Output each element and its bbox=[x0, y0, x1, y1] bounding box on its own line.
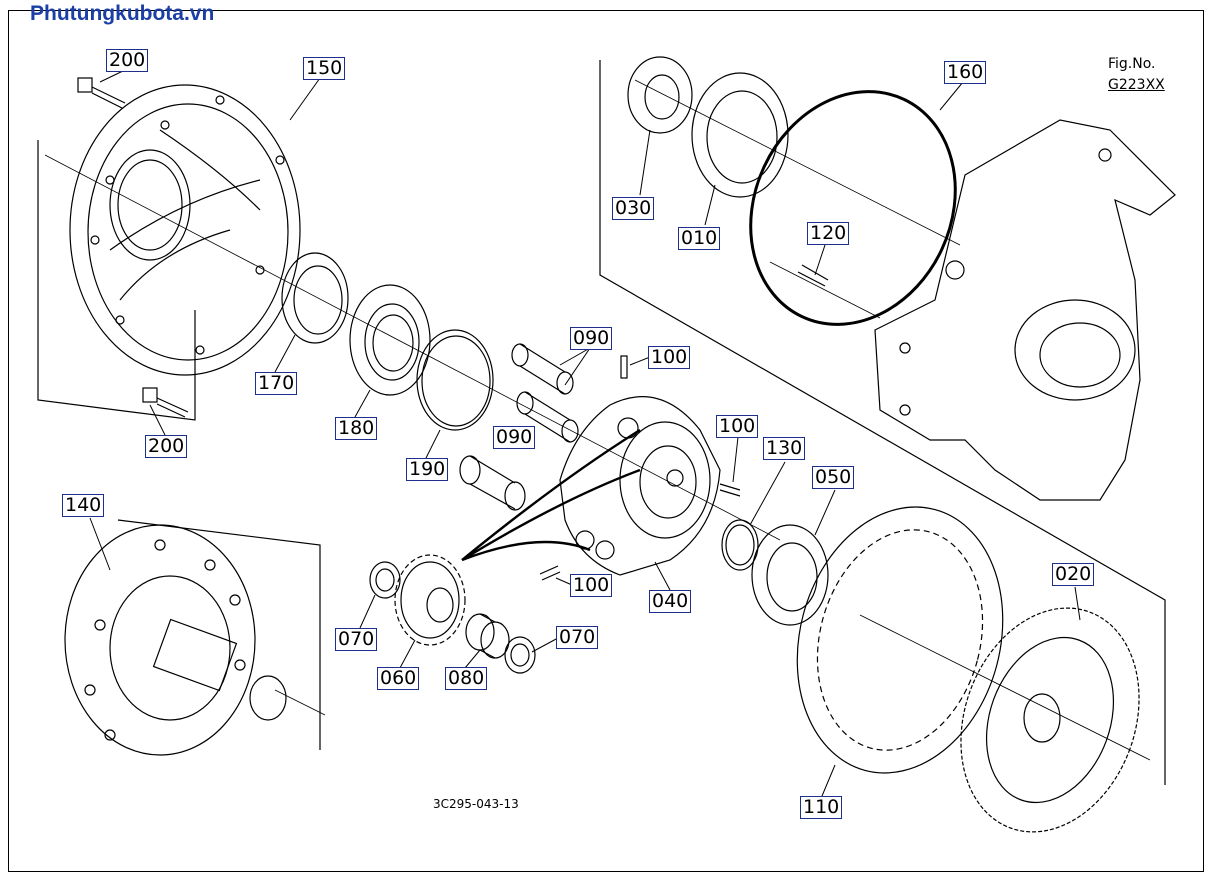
callout-070-right[interactable]: 070 bbox=[556, 626, 599, 649]
bolt-200-bottom bbox=[142, 387, 189, 418]
callout-170[interactable]: 170 bbox=[255, 372, 298, 395]
fig-no-label: Fig.No. bbox=[1108, 56, 1156, 72]
bearing-010 bbox=[691, 72, 789, 198]
callout-190[interactable]: 190 bbox=[406, 458, 449, 481]
bearing-030 bbox=[627, 56, 693, 134]
drawing-code: 3C295-043-13 bbox=[433, 797, 519, 811]
planet-gear-060 bbox=[394, 554, 466, 646]
roll-pin-100-top bbox=[620, 355, 628, 379]
callout-090-top[interactable]: 090 bbox=[570, 327, 613, 350]
bearing-180 bbox=[349, 284, 431, 396]
seal-170 bbox=[281, 252, 349, 344]
callout-110[interactable]: 110 bbox=[800, 796, 843, 819]
callout-020[interactable]: 020 bbox=[1052, 563, 1095, 586]
group-outline-lower bbox=[117, 519, 321, 750]
ring-gear-110 bbox=[796, 506, 1004, 774]
callout-070-left[interactable]: 070 bbox=[335, 628, 378, 651]
site-watermark: Phutungkubota.vn bbox=[30, 2, 215, 25]
callout-140[interactable]: 140 bbox=[62, 494, 105, 517]
group-outline-right bbox=[599, 60, 1166, 785]
callout-160[interactable]: 160 bbox=[944, 61, 987, 84]
callout-100-right[interactable]: 100 bbox=[716, 415, 759, 438]
group-outline-left bbox=[37, 140, 196, 421]
washer-070-right bbox=[504, 636, 536, 674]
bolt-200-top bbox=[77, 77, 126, 109]
callout-060[interactable]: 060 bbox=[377, 667, 420, 690]
drawing-frame bbox=[8, 10, 1204, 872]
washer-070-left bbox=[369, 561, 401, 599]
pin-090-c bbox=[459, 455, 526, 511]
housing-cover-150 bbox=[69, 84, 301, 376]
needle-bearing-080 bbox=[465, 613, 510, 659]
callout-200[interactable]: 200 bbox=[106, 49, 149, 72]
callout-130[interactable]: 130 bbox=[763, 437, 806, 460]
callout-010[interactable]: 010 bbox=[678, 227, 721, 250]
assembly-leaders bbox=[461, 428, 641, 562]
bearing-050 bbox=[751, 524, 829, 626]
roll-pin-100-bottom bbox=[539, 565, 561, 581]
callout-100-bottom[interactable]: 100 bbox=[570, 574, 613, 597]
callout-090-middle[interactable]: 090 bbox=[493, 426, 536, 449]
planet-carrier-040 bbox=[559, 396, 721, 576]
callout-150[interactable]: 150 bbox=[303, 57, 346, 80]
transmission-case bbox=[874, 119, 1176, 501]
pin-090-a bbox=[511, 343, 574, 395]
fig-no-value: G223XX bbox=[1108, 77, 1165, 93]
callout-030[interactable]: 030 bbox=[612, 197, 655, 220]
pin-120 bbox=[797, 264, 829, 287]
callout-200-bottom[interactable]: 200 bbox=[145, 435, 188, 458]
callout-100-top[interactable]: 100 bbox=[648, 346, 691, 369]
callout-120[interactable]: 120 bbox=[807, 222, 850, 245]
pin-090-b bbox=[516, 391, 579, 443]
callout-180[interactable]: 180 bbox=[335, 417, 378, 440]
o-ring-160 bbox=[749, 90, 957, 326]
bevel-gear-020 bbox=[960, 607, 1140, 833]
axle-flange-140 bbox=[64, 524, 287, 756]
callout-050[interactable]: 050 bbox=[812, 466, 855, 489]
snap-ring-190 bbox=[416, 329, 494, 431]
center-lines bbox=[44, 79, 1151, 761]
callout-leaders bbox=[89, 69, 1081, 797]
callout-080[interactable]: 080 bbox=[445, 667, 488, 690]
callout-040[interactable]: 040 bbox=[649, 590, 692, 613]
snap-ring-130 bbox=[721, 519, 759, 571]
roll-pin-100-right bbox=[719, 483, 741, 497]
